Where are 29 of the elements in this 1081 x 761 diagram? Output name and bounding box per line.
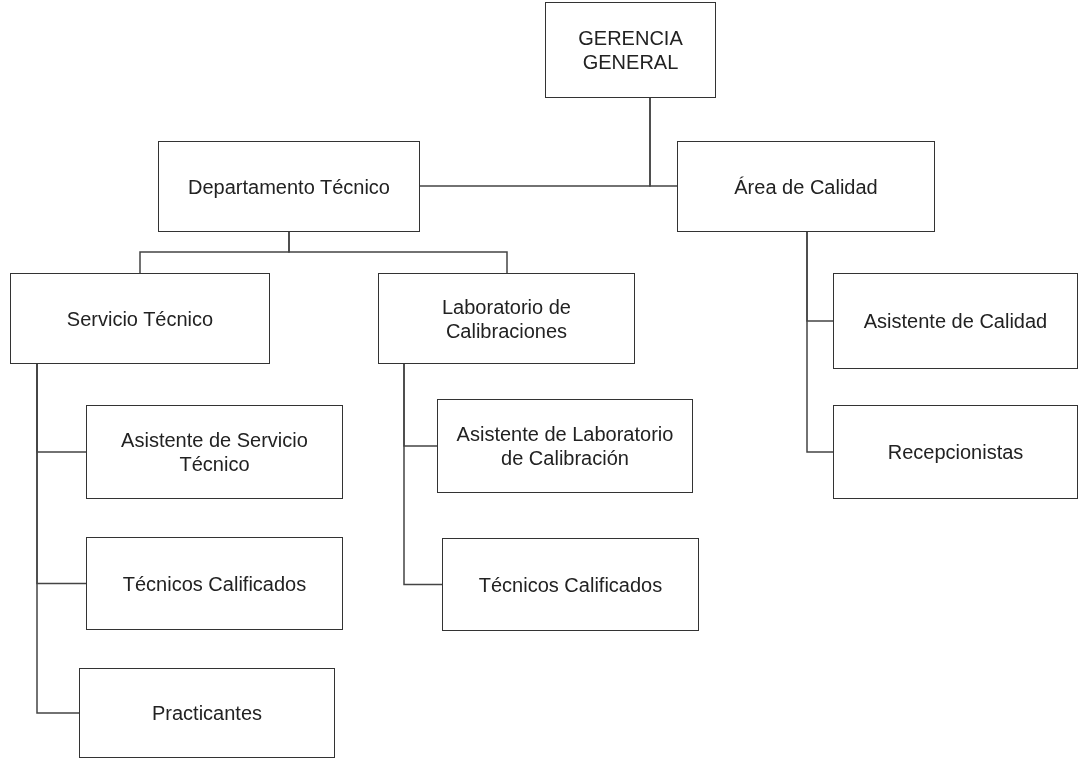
box-label: GERENCIA GENERAL <box>577 26 684 74</box>
org-box <box>833 405 1078 499</box>
box-label: Practicantes <box>151 701 263 725</box>
org-box <box>86 537 343 630</box>
connector-line <box>649 97 678 187</box>
box-label: Asistente de Calidad <box>863 309 1048 333</box>
org-box <box>545 2 716 98</box>
org-box <box>437 399 693 493</box>
connector-line <box>806 231 834 453</box>
box-label: Departamento Técnico <box>188 174 390 199</box>
org-box <box>833 273 1078 369</box>
box-label: Laboratorio de Calibraciones <box>441 294 572 343</box>
org-box <box>158 141 420 232</box>
connector-line <box>288 231 508 274</box>
org-box <box>10 273 270 364</box>
org-box <box>378 273 635 364</box>
box-label: Asistente de Servicio Técnico <box>120 428 309 476</box>
connector-line <box>403 363 443 586</box>
box-label: Asistente de Laboratorio de Calibración <box>455 422 675 470</box>
connector-line <box>36 363 80 714</box>
box-label: Técnicos Calificados <box>478 572 663 597</box>
box-label: Técnicos Calificados <box>122 571 307 596</box>
org-box <box>442 538 699 631</box>
org-box <box>677 141 935 232</box>
box-label: Servicio Técnico <box>66 306 214 331</box>
org-box <box>86 405 343 499</box>
org-box <box>79 668 335 758</box>
box-label: Área de Calidad <box>734 174 878 199</box>
box-label: Recepcionistas <box>887 440 1024 464</box>
